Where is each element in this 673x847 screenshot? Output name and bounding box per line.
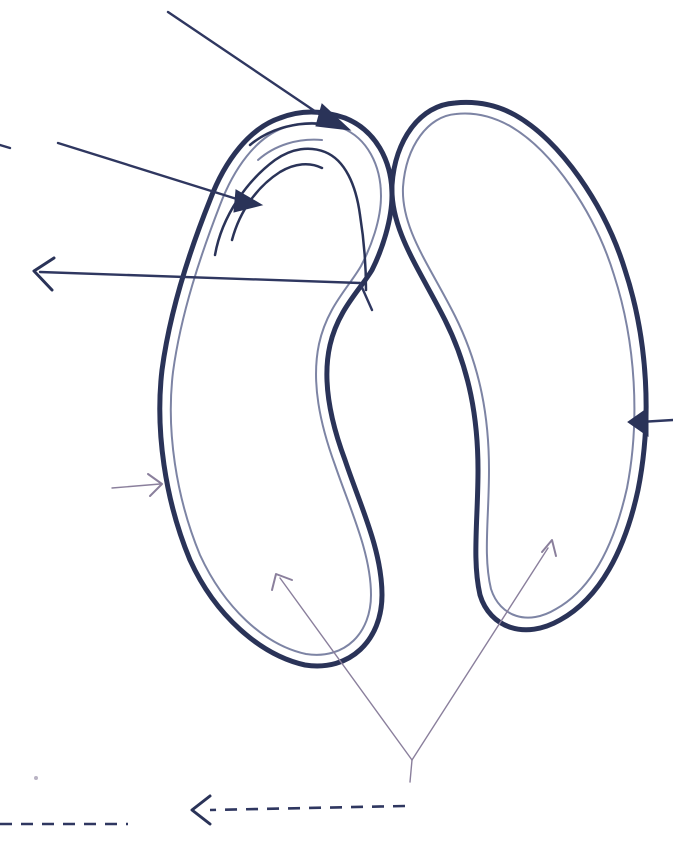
pointer-plumule-arrowhead	[234, 190, 262, 212]
pointer-cotyledons	[272, 540, 556, 782]
speck	[34, 776, 38, 780]
pointer-stub-left	[0, 145, 10, 148]
pointer-cotyledon-right-line	[412, 548, 548, 760]
pointer-cotyledon-left-line	[280, 578, 412, 760]
pointer-plumule-line	[58, 143, 240, 200]
pointer-hilum-arrowhead	[34, 258, 54, 290]
pointer-radicle	[168, 12, 350, 130]
pointer-bottom-dashed	[0, 796, 405, 824]
pointer-hilum-line	[40, 272, 360, 283]
right-cotyledon-outer	[392, 102, 646, 629]
pointer-cotyledon-stem	[410, 760, 412, 782]
pointer-bottom-dashed-line	[210, 806, 405, 810]
right-cotyledon	[392, 102, 646, 629]
pointer-seed-coat-left	[112, 474, 162, 496]
right-cotyledon-inner	[403, 114, 634, 618]
pointer-bottom-dashed-arrowhead	[192, 796, 210, 824]
pointer-radicle-line	[168, 12, 325, 118]
pointer-hilum	[34, 258, 372, 310]
pointer-cotyledon-left-arrowhead	[272, 574, 292, 590]
pointer-seed-coat-left-line	[112, 484, 160, 488]
pointer-plumule	[58, 143, 262, 212]
pointer-seed-coat-right-arrowhead	[628, 408, 648, 436]
